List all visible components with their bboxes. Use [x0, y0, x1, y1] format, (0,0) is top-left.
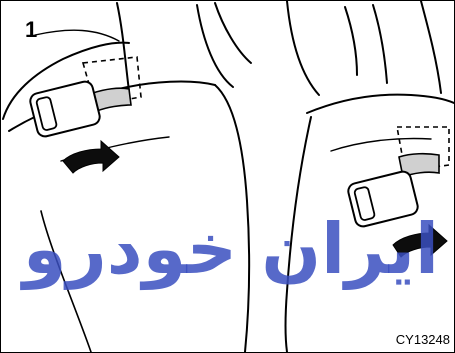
right-seat-cushion-edge [307, 95, 454, 113]
figure-code: CY13248 [396, 333, 450, 346]
left-buckle [29, 57, 141, 173]
right-seat-crease [331, 139, 431, 152]
figure-number: 1 [25, 19, 37, 41]
watermark-text: ایران خودرو [20, 208, 439, 290]
backrest-line-5 [287, 1, 319, 95]
backrest-line-2 [117, 3, 129, 91]
rear-backrest [35, 1, 441, 95]
backrest-line-7 [373, 5, 387, 83]
left-buckle-stalk [93, 88, 131, 111]
left-rotate-arrow-icon [63, 141, 119, 173]
backrest-line-1 [35, 30, 119, 41]
backrest-line-8 [421, 1, 441, 93]
backrest-line-4 [215, 3, 251, 63]
backrest-line-6 [345, 7, 357, 75]
backrest-line-3 [197, 5, 233, 87]
